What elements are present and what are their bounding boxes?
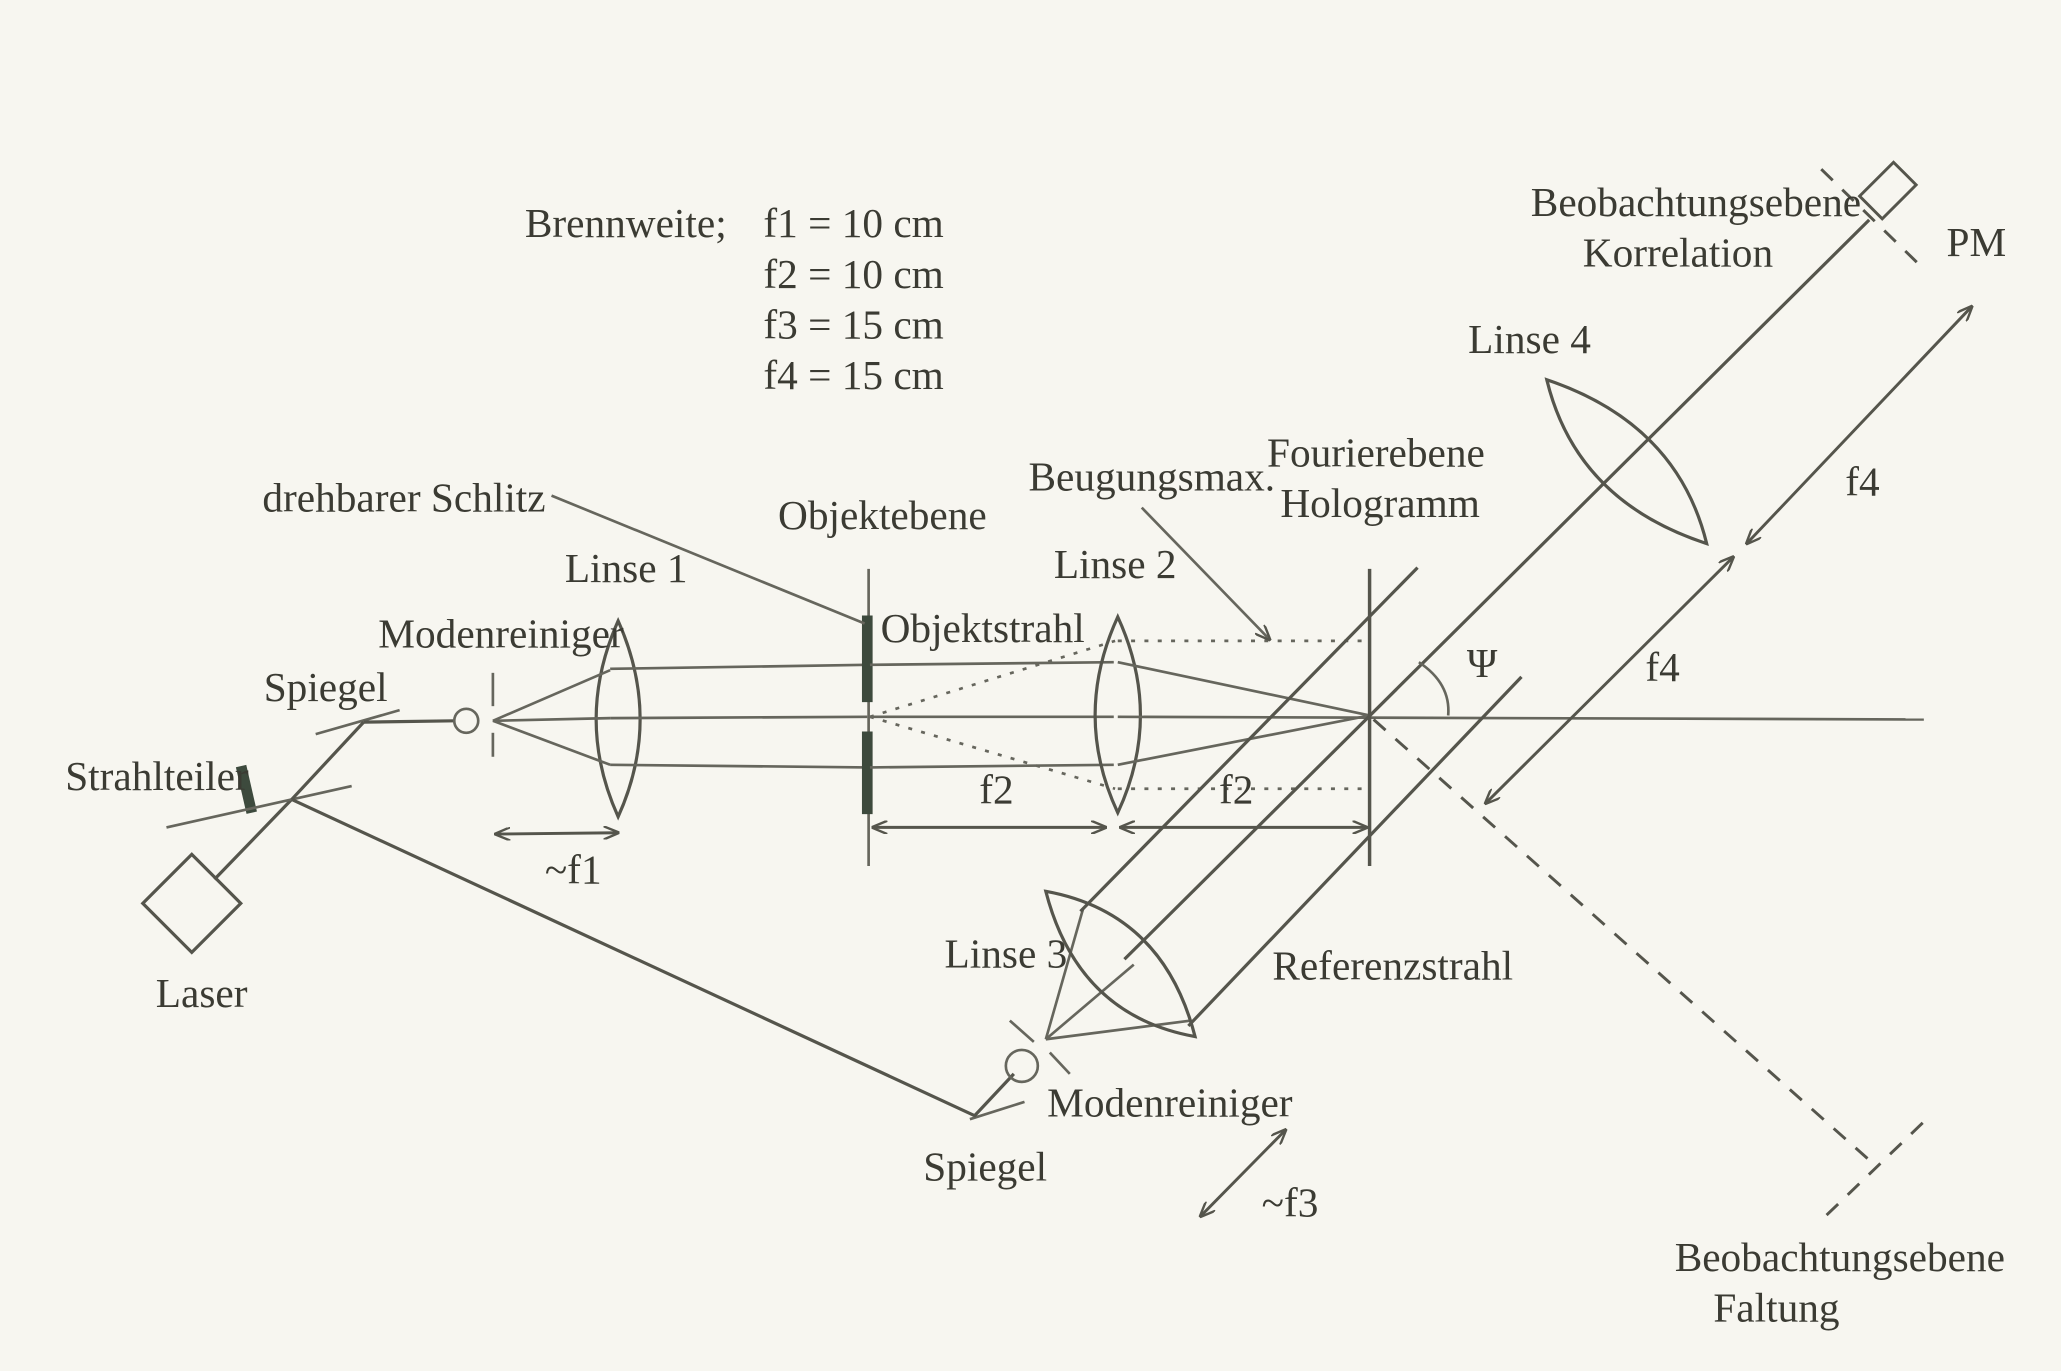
label-psi: Ψ [1467,640,1498,686]
ref-beam-lower [1187,675,1523,1028]
label-pm: PM [1946,219,2006,265]
arrow-f3 [1200,1130,1285,1217]
modenreiniger-1-pinhole [452,707,480,735]
label-strahlteiler: Strahlteiler [65,753,249,799]
beam-parallel-mid [610,715,868,720]
label-modenreiniger-2: Modenreiniger [1047,1080,1293,1126]
focal-length-f4: f4 = 15 cm [763,352,943,398]
label-drehbarer-schlitz: drehbarer Schlitz [262,475,545,521]
beam-parallel-top [610,663,868,671]
modenreiniger-2-aperture-b [1048,1051,1071,1075]
strahlteiler-line [166,784,352,829]
label-referenzstrahl: Referenzstrahl [1272,942,1513,988]
label-dist-f2-a: f2 [979,766,1013,812]
laser-beam [213,798,293,881]
faltung-plane [1825,1118,1928,1217]
diffraction-ray-down [869,715,1116,791]
mirror-top [315,708,400,736]
label-dist-f4-b: f4 [1645,644,1679,690]
arrow-f1 [496,833,619,834]
label-dist-f2-b: f2 [1219,766,1253,812]
mirror-bottom [969,1100,1025,1121]
focal-length-f1: f1 = 10 cm [763,200,943,246]
ref-exp-bottom [1045,1019,1192,1041]
linse-4 [1544,377,1709,547]
ref-exp-mid [1044,963,1135,1041]
label-beugungsmax: Beugungsmax. [1029,453,1276,499]
linse-2 [1093,613,1142,817]
focus-ray-bottom [1117,714,1370,767]
label-hologramm: Hologramm [1280,480,1480,526]
label-spiegel-bottom: Spiegel [923,1143,1047,1189]
ref-exp-top [1044,908,1085,1040]
label-spiegel-top: Spiegel [264,664,388,710]
beam-mirror-to-cleaner-2 [972,1072,1016,1118]
beam-mirror-to-cleaner [363,719,455,724]
strahlteiler-plate [235,764,257,814]
arrow-f4-bottom [1486,557,1734,803]
label-linse-2: Linse 2 [1054,541,1177,587]
beam-to-mirror-top [290,721,365,801]
obj-beam-top [869,660,1114,667]
beugungsmax-pointer [1140,506,1270,640]
linse-3 [1043,889,1198,1039]
beam-parallel-bottom [610,763,868,769]
beam-exp-mid [492,716,611,723]
psi-angle-arc [1418,661,1450,716]
brennweite-heading: Brennweite; [525,200,727,246]
pm-detector [1857,160,1919,221]
label-beobachtungsebene-korrelation-2: Korrelation [1583,229,1774,275]
label-objektstrahl: Objektstrahl [881,605,1085,651]
arrow-f4-top [1747,306,1972,543]
beam-to-mirror-bottom [291,797,978,1118]
linse-1 [594,616,642,821]
modenreiniger-2-pinhole [1004,1048,1040,1084]
focal-length-f3: f3 = 15 cm [763,301,943,347]
beam-exp-bottom [492,719,611,767]
korrelation-plane [1820,168,1923,268]
label-beobachtungsebene-faltung-1: Beobachtungsebene [1675,1234,2005,1280]
label-objektebene: Objektebene [778,492,987,538]
schlitz-pointer [551,494,866,625]
focus-ray-top [1117,660,1370,717]
ref-beam-upper [1079,566,1419,913]
beam-exp-top [492,668,611,723]
faltung-axis [1372,718,1879,1169]
label-laser: Laser [156,970,248,1016]
label-beobachtungsebene-korrelation-1: Beobachtungsebene [1531,179,1861,225]
label-modenreiniger-1: Modenreiniger [378,611,624,657]
label-linse-4: Linse 4 [1468,316,1591,362]
label-dist-f3: ~f3 [1262,1179,1319,1225]
label-linse-1: Linse 1 [565,545,688,591]
focal-length-f2: f2 = 10 cm [763,251,943,297]
obj-beam-bottom [869,763,1114,769]
diffraction-ray-up [869,639,1116,719]
label-fourierebene: Fourierebene [1267,429,1485,475]
label-beobachtungsebene-faltung-2: Faltung [1713,1285,1839,1331]
label-dist-f4-a: f4 [1845,459,1879,505]
label-dist-f1: ~f1 [545,846,602,892]
optical-axis [1117,715,1924,721]
label-linse-3: Linse 3 [945,930,1068,976]
modenreiniger-2-aperture-a [1008,1019,1035,1043]
